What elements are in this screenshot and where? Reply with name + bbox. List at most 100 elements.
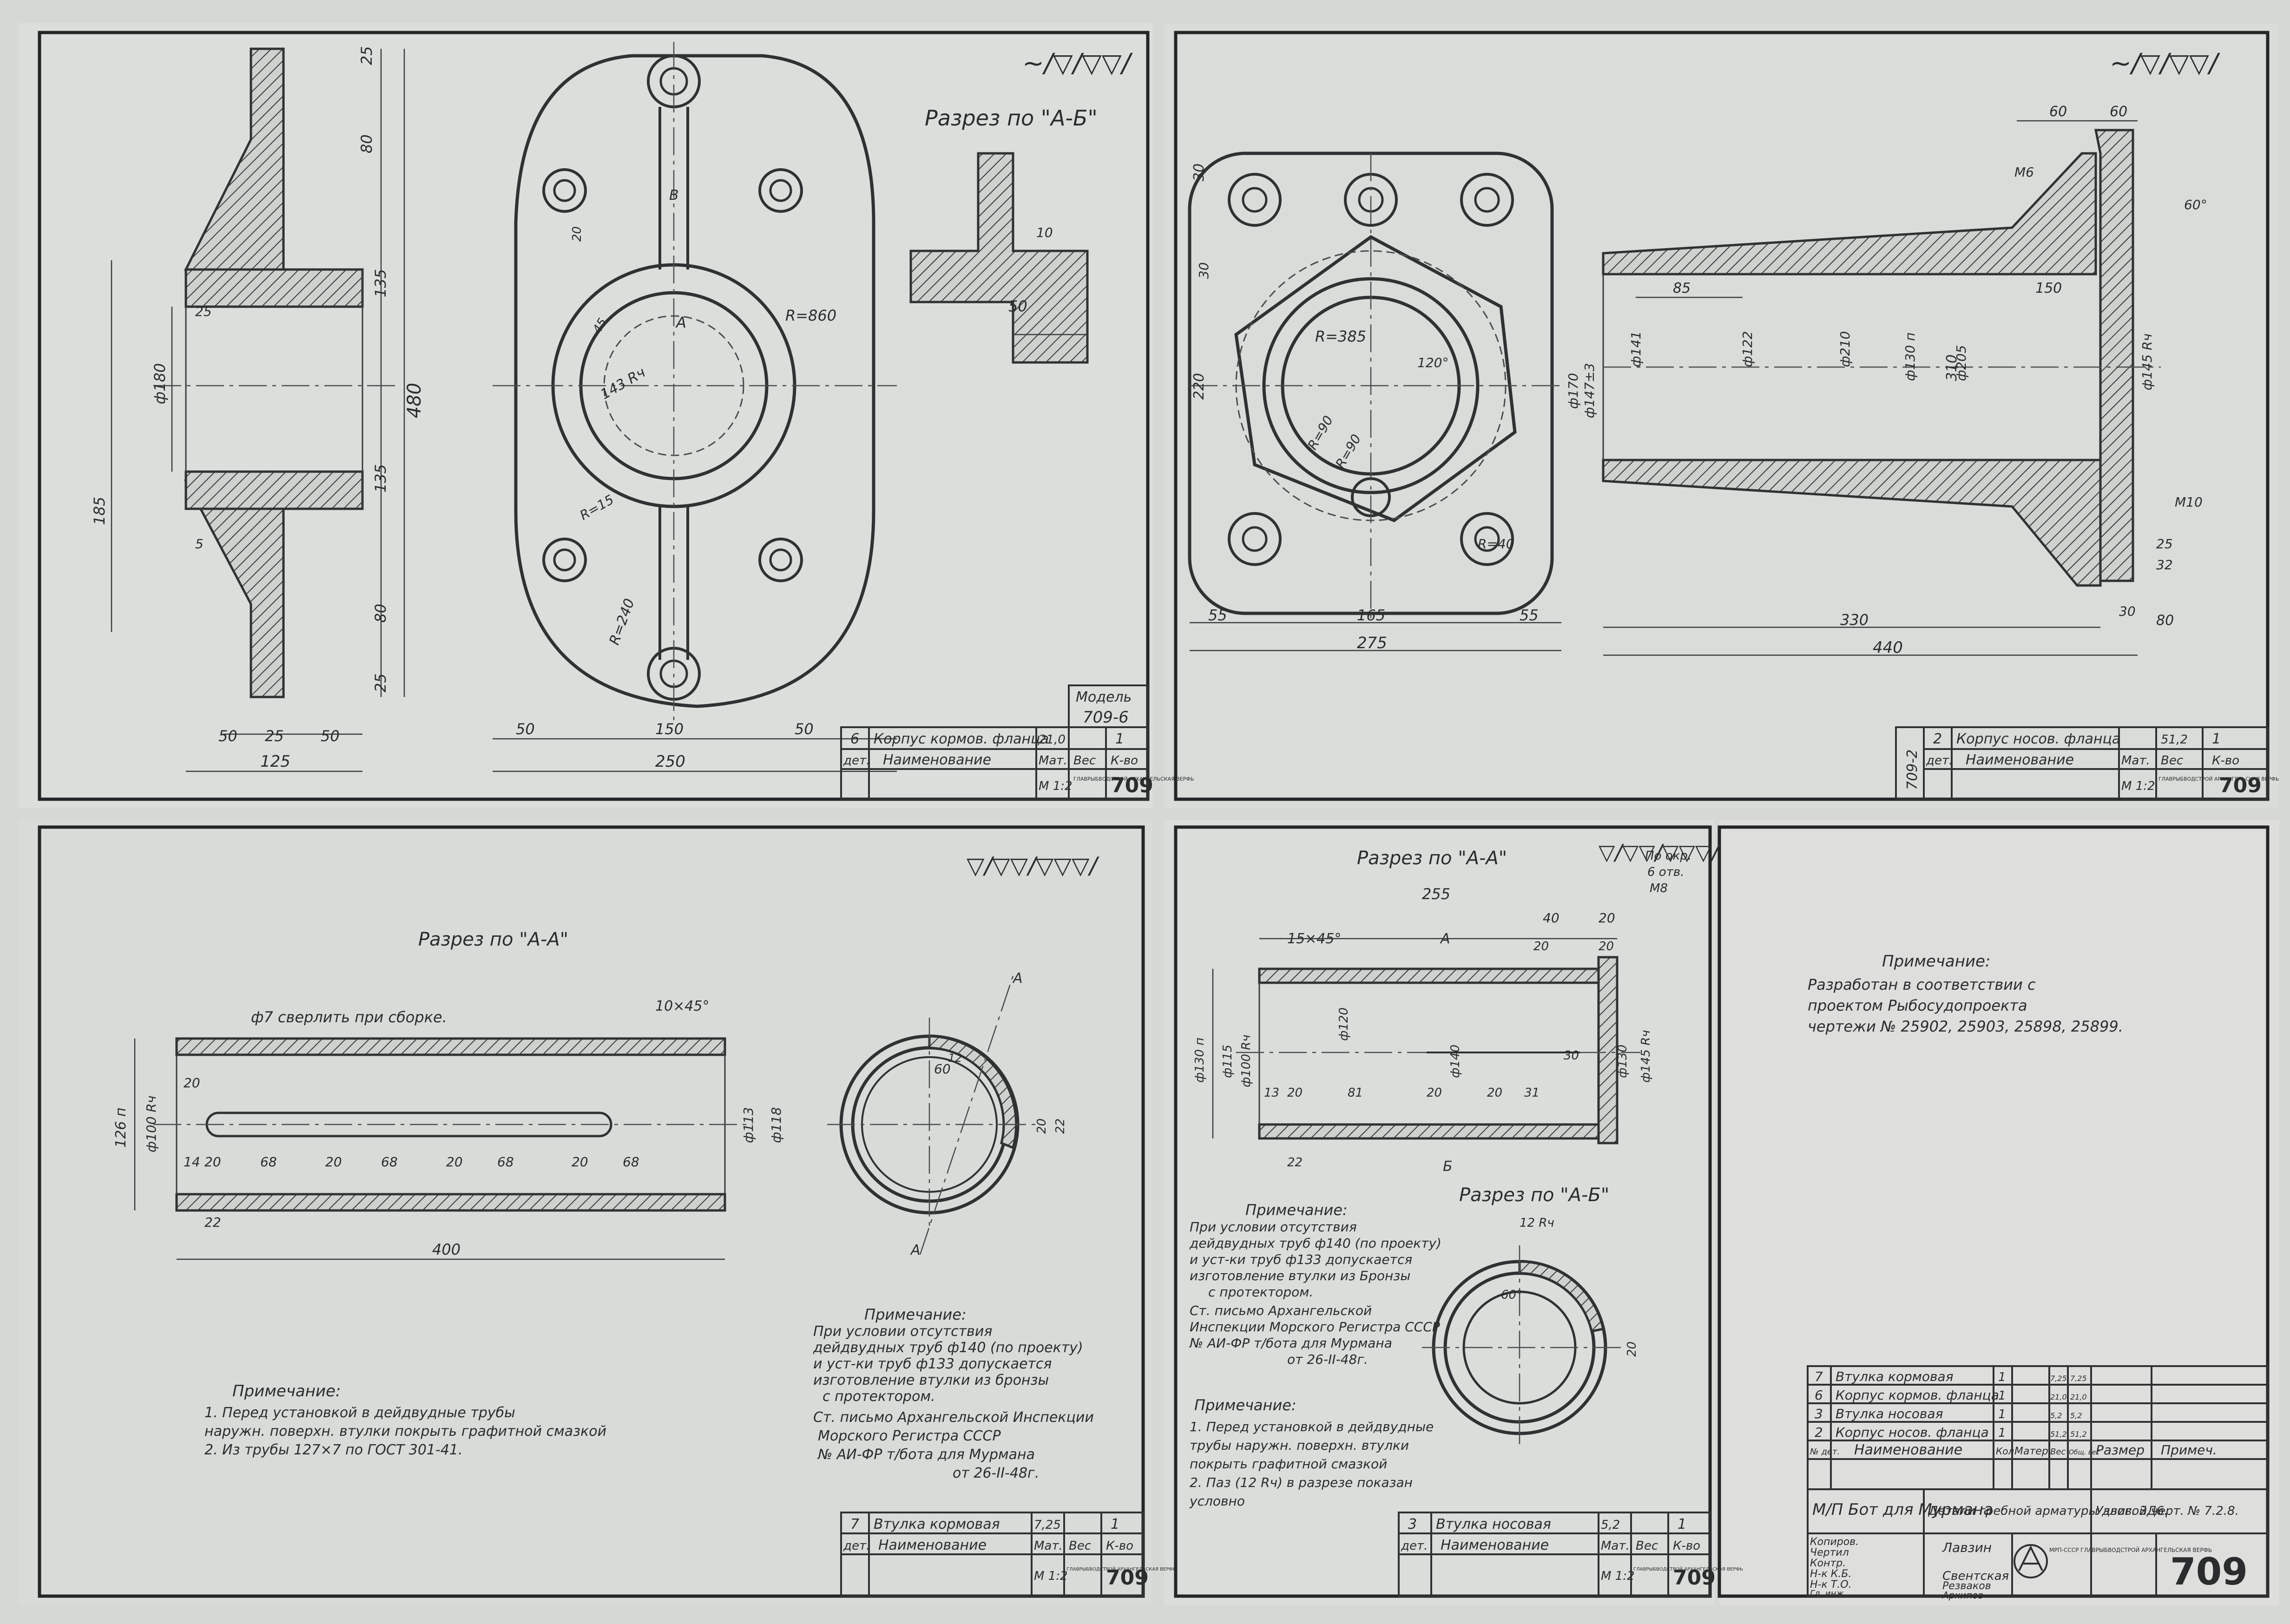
note-line: условно (1189, 1493, 1245, 1509)
note-line: Ст. письмо Архангельской Инспекции (813, 1409, 1094, 1426)
dim: ф120 (1337, 1007, 1351, 1041)
dim: 85 (1673, 280, 1691, 296)
tb-cell: К-во (1111, 754, 1138, 768)
tb-org: ГЛАВРЫБВОДСТРОЙ АРХАНГЕЛЬСКАЯ ВЕРФЬ (1073, 776, 1194, 782)
dim: 12 (948, 1052, 962, 1065)
note-line: 1. Перед установкой в дейдвудные (1190, 1419, 1434, 1434)
sheet3-roughness: ▽/▽▽/▽▽▽/ (967, 852, 1099, 879)
part-cell: 1 (1998, 1407, 2006, 1421)
dim: ф130 (1616, 1045, 1630, 1078)
dim: 80 (358, 134, 375, 153)
note-line: изготовление втулки из Бронзы (1190, 1268, 1410, 1283)
dim: 22 (1053, 1118, 1067, 1134)
dim: 275 (1357, 634, 1387, 652)
parts-header: Размер (2096, 1442, 2145, 1458)
note-line: изготовление втулки из бронзы (813, 1372, 1049, 1388)
dim: 255 (1422, 885, 1450, 903)
sheet3-text: ▽/▽▽/▽▽▽/ Разрез по "А-А" ф7 сверлить пр… (113, 852, 1099, 1481)
dim: 25 (2156, 536, 2173, 552)
role: Копиров. (1810, 1536, 1859, 1548)
drill-note: ф7 сверлить при сборке. (251, 1008, 447, 1026)
sheet2-roughness: ~/▽/▽▽/ (2110, 48, 2220, 79)
part-cell: 21,0 (2070, 1393, 2087, 1401)
tb-cell: дет. (1401, 1539, 1428, 1553)
dim: 120° (1417, 355, 1448, 370)
tb-number: 709 (1106, 1566, 1149, 1590)
tb-number: 709 (1673, 1566, 1716, 1590)
dim: 32 (2156, 557, 2173, 572)
tb-cell: дет. (843, 754, 870, 768)
tb-cell: Корпус носов. фланца (1956, 731, 2120, 747)
parts-header: № дет. (1810, 1447, 1840, 1457)
dim: ф170 (1566, 373, 1581, 409)
part-cell: 21,0 (2050, 1393, 2067, 1401)
tb-scale: М 1:2 (1039, 779, 1073, 793)
note-line: проектом Рыбосудопроекта (1808, 997, 2027, 1014)
subject: Детали гребной арматуры двиг. 3Д6. (1928, 1504, 2168, 1518)
sheet3-title-block: 7 Втулка кормовая 7,25 1 дет. Наименован… (840, 1512, 1176, 1597)
dim: 50 (795, 720, 814, 738)
dim: 20 (1625, 1341, 1639, 1357)
dim: ф122 (1740, 331, 1755, 367)
sheet4-text: Разрез по "А-А" ▽/▽▽/▽▽▽/ Разрез по "А-Б… (1189, 840, 1721, 1509)
part-cell: 1 (1998, 1426, 2006, 1440)
nose-sleeve-wall-bottom (1258, 1123, 1619, 1140)
org-name: МРП-СССР ГЛАВРЫБВОДСТРОЙ АРХАНГЕЛЬСКАЯ В… (2049, 1546, 2212, 1553)
dim: 25 (195, 304, 212, 319)
dim: 135 (372, 464, 389, 493)
dim: 80 (2156, 612, 2174, 629)
model-label: Модель (1076, 689, 1132, 705)
sheet1-section-label: Разрез по "А-Б" (925, 105, 1098, 131)
sheet3-drawing (134, 975, 1036, 1260)
note-line: от 26-II-48г. (953, 1465, 1039, 1481)
flange-plan-outline (514, 54, 875, 708)
frame-2 (1174, 31, 2270, 801)
chamfer: 10×45° (655, 998, 709, 1014)
triangular-flange (1234, 235, 1517, 522)
bore-note: 6 отв. (1647, 865, 1684, 879)
part-cell: Втулка носовая (1836, 1406, 1943, 1421)
dim: 20 (572, 1154, 588, 1170)
dim: 20 (446, 1154, 463, 1170)
note-line: и уст-ки труб ф133 допускается (813, 1356, 1052, 1372)
dim: ф130 п (1193, 1038, 1207, 1083)
tb-cell: 1 (1115, 731, 1124, 747)
tb-number: 709 (1111, 774, 1153, 797)
dim: 20 (1427, 1086, 1442, 1100)
note-line: № АИ-ФР т/бота для Мурмана (1189, 1335, 1392, 1351)
dim: А (1012, 970, 1023, 986)
dim: 14 (184, 1154, 200, 1170)
note-top-title: Примечание: (1245, 1201, 1348, 1219)
nose-flange-rim (2094, 129, 2134, 582)
tb-cell: Наименование (1966, 752, 2074, 768)
sheet1-title-block: Модель 709-6 6 Корпус кормов. фланца 21,… (840, 684, 1194, 800)
dim: М10 (2175, 494, 2203, 510)
dim: 480 (404, 383, 425, 418)
dim: R=40 (1478, 536, 1514, 552)
part-cell: 51,2 (2070, 1430, 2087, 1439)
dim: ф145 Rч (2139, 334, 2155, 390)
object-name: М/П Бот для Мурмана (1812, 1500, 1993, 1519)
sleeve-wall-top (175, 1037, 726, 1056)
part-cell: 7,25 (2070, 1374, 2087, 1383)
org-emblem-icon (2014, 1544, 2048, 1578)
dim: 20 (184, 1075, 200, 1091)
sheet5-note: Примечание: Разработан в соответствии с … (1808, 952, 2123, 1035)
dim: 60° (2184, 197, 2207, 212)
dim: 80 (372, 604, 389, 623)
paper-sheet-3 (19, 820, 1152, 1605)
chamfer: 15×45° (1287, 931, 1341, 947)
tb-cell: К-во (2212, 754, 2239, 768)
sheet5-parts-list: 7 Втулка кормовая 1 7,25 7,25 6 Корпус к… (1807, 1365, 2269, 1490)
dim: 185 (91, 497, 108, 525)
sheet2-title-block: 709-2 2 Корпус носов. фланца 51,2 1 дет.… (1895, 726, 2279, 800)
dim: 25 (358, 46, 375, 65)
dim: 30 (1191, 164, 1207, 181)
note-line: Ст. письмо Архангельской (1190, 1303, 1372, 1318)
tb-cell: Вес (1636, 1539, 1658, 1553)
tb-cell: 7 (850, 1516, 859, 1532)
part-cell: 1 (1998, 1370, 2006, 1384)
person: Лавзин (1942, 1540, 1992, 1555)
tb-cell: Мат. (1034, 1539, 1063, 1553)
part-cell: 7 (1815, 1369, 1823, 1384)
